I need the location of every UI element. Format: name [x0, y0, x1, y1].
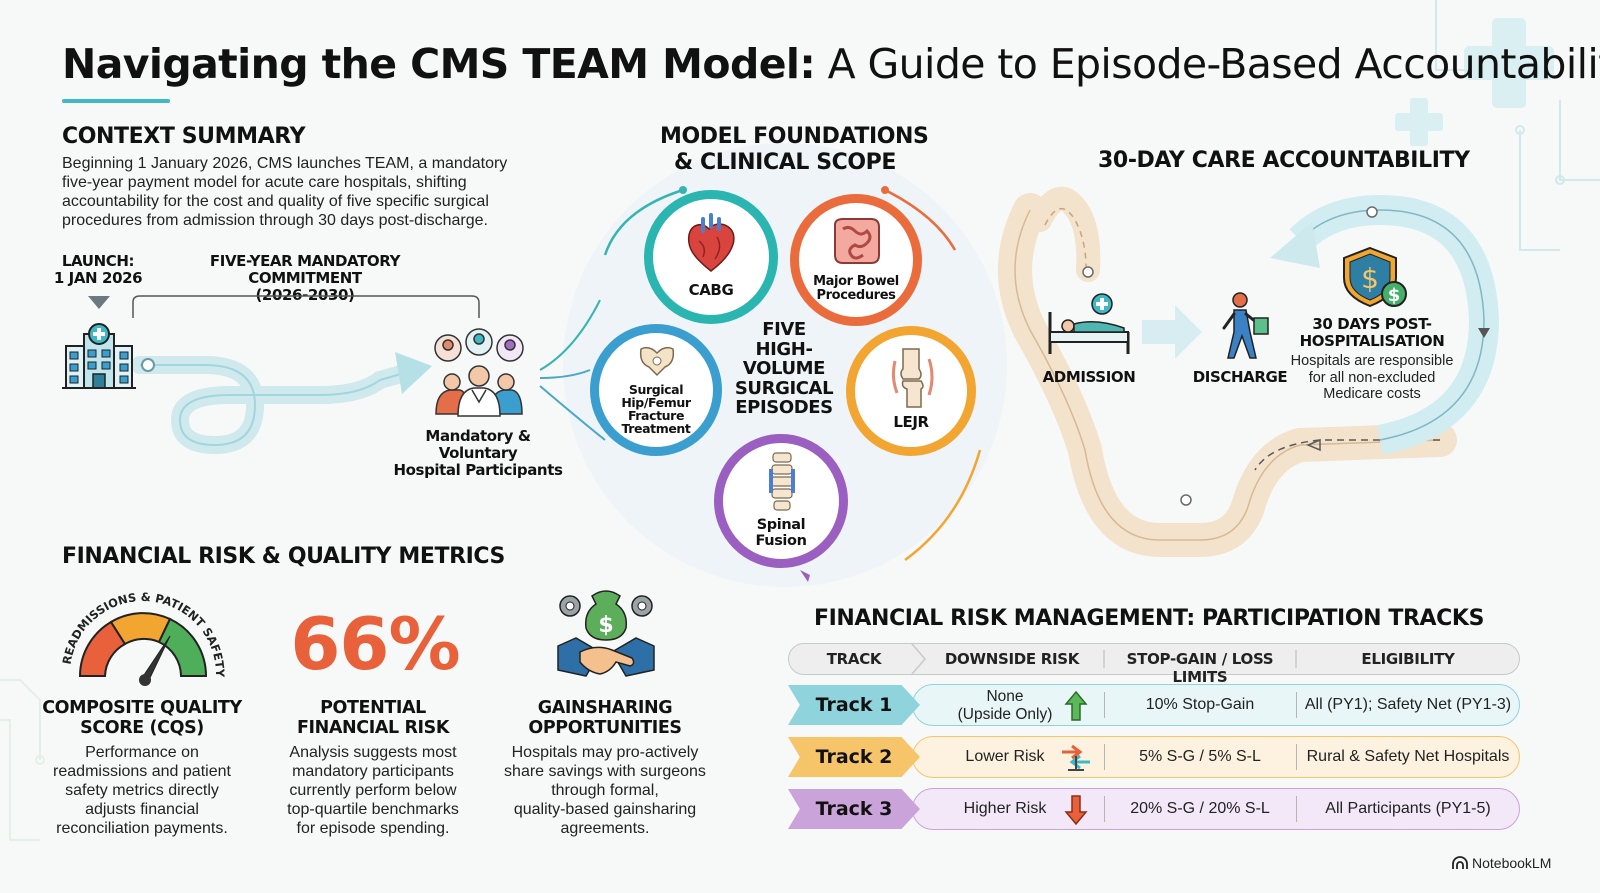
hospital-participants-icon [434, 328, 524, 417]
risk-balance-icon [1062, 744, 1090, 771]
spine-icon [769, 452, 795, 511]
track-2-limits: 5% S-G / 5% S-L [1139, 748, 1261, 765]
svg-text:$: $ [1388, 285, 1401, 306]
brand-label: NotebookLM [1472, 855, 1552, 871]
shield-dollar-icon: $ $ [1343, 246, 1407, 308]
track-1-eligibility: All (PY1); Safety Net (PY1-3) [1304, 696, 1512, 713]
track-3-limits: 20% S-G / 20% S-L [1130, 800, 1270, 817]
post-hospitalisation-title: 30 DAYS POST-HOSPITALISATION [1299, 315, 1445, 350]
foundations-heading: MODEL FOUNDATIONS& CLINICAL SCOPE [660, 124, 929, 175]
notebooklm-logo-icon [1452, 856, 1468, 869]
hospital-bed-icon [1048, 293, 1130, 354]
track-3-label: Track 3 [788, 789, 920, 829]
row-divider [1104, 796, 1105, 822]
care-accountability-heading: 30-DAY CARE ACCOUNTABILITY [1098, 148, 1470, 173]
tracks-heading: FINANCIAL RISK MANAGEMENT: PARTICIPATION… [814, 606, 1485, 631]
admission-label: ADMISSION [1042, 368, 1136, 386]
title-underline [62, 99, 170, 103]
svg-text:$: $ [1361, 262, 1379, 295]
commitment-label: FIVE-YEAR MANDATORY COMMITMENT(2026-2030… [209, 252, 401, 304]
col-eligibility: ELIGIBILITY [1361, 650, 1455, 668]
row-divider [1296, 744, 1297, 770]
track-3-risk: Higher Risk [963, 800, 1047, 817]
launch-label: LAUNCH:1 JAN 2026 [53, 252, 143, 287]
quality-gauge-icon: READMISSIONS & PATIENT SAFETY [60, 592, 227, 686]
col-limits: STOP-GAIN / LOSS LIMITS [1126, 650, 1274, 686]
tracks-table-header [788, 643, 1520, 675]
handshake-money-icon: $ [557, 590, 655, 677]
track-1-label: Track 1 [788, 685, 920, 725]
track-3-eligibility: All Participants (PY1-5) [1325, 800, 1491, 817]
metrics-heading: FINANCIAL RISK & QUALITY METRICS [62, 544, 505, 569]
discharge-walking-icon [1222, 292, 1269, 359]
track-2-eligibility: Rural & Safety Net Hospitals [1306, 748, 1510, 765]
track-2-risk: Lower Risk [965, 748, 1045, 765]
hospital-icon [62, 323, 136, 389]
episode-lejr: LEJR [846, 326, 976, 456]
intestine-icon [834, 218, 880, 264]
svg-text:$: $ [598, 613, 613, 638]
discharge-label: DISCHARGE [1192, 368, 1288, 386]
financial-risk-percent: 66% [290, 602, 460, 686]
arrow-down-icon [1064, 795, 1088, 826]
page-title: Navigating the CMS TEAM Model: A Guide t… [62, 40, 1600, 88]
arrow-up-icon [1064, 690, 1088, 721]
row-divider [1296, 796, 1297, 822]
episode-lejr-label: LEJR [893, 413, 929, 431]
context-summary-text: Beginning 1 January 2026, CMS launches T… [62, 155, 508, 229]
col-downside-risk: DOWNSIDE RISK [944, 650, 1080, 668]
track-1-risk: None(Upside Only) [957, 688, 1053, 723]
table-row [912, 684, 1520, 726]
row-divider [1104, 744, 1105, 770]
table-row [912, 788, 1520, 830]
row-divider [1104, 692, 1105, 718]
episode-connectors [539, 186, 982, 582]
col-track: TRACK [826, 650, 882, 668]
header-dividers [911, 643, 1297, 675]
pelvis-icon [639, 346, 675, 377]
heart-icon [687, 213, 735, 272]
table-row [912, 736, 1520, 778]
row-divider [1296, 692, 1297, 718]
track-1-limits: 10% Stop-Gain [1145, 696, 1255, 713]
track-2-label: Track 2 [788, 737, 920, 777]
episode-cabg: CABG [644, 190, 778, 324]
context-summary-heading: CONTEXT SUMMARY [62, 124, 306, 149]
episode-cabg-label: CABG [688, 281, 734, 299]
timeline-graphic [88, 295, 480, 455]
knee-icon [891, 348, 934, 408]
care-pathway-graphic [998, 186, 1500, 557]
